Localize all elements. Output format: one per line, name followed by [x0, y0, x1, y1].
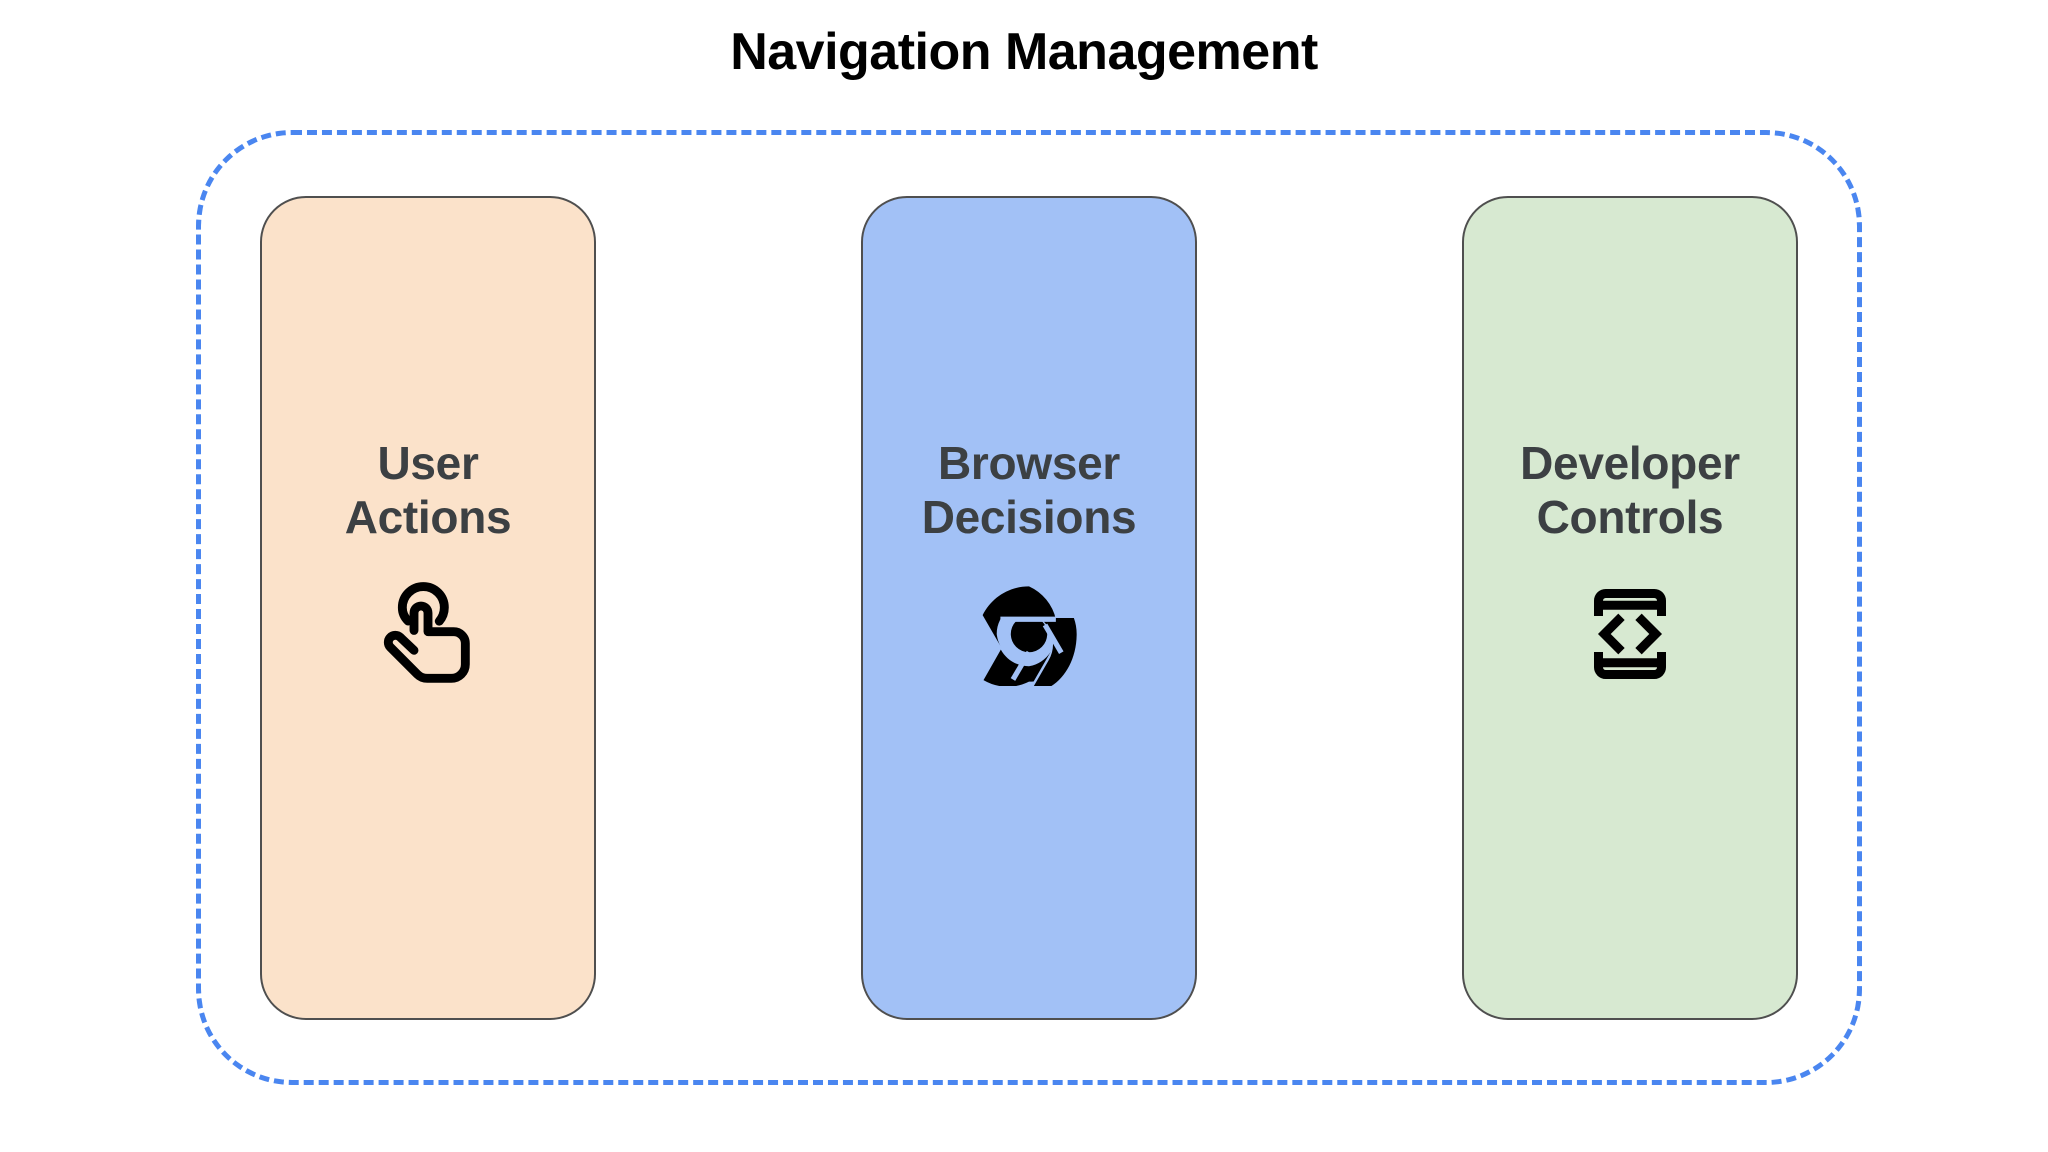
card-label-user-actions: User Actions: [262, 436, 594, 545]
developer-mode-icon: [1574, 578, 1686, 690]
card-label-line1: Browser: [938, 436, 1120, 489]
card-label-line2: Decisions: [921, 490, 1137, 543]
card-label-line2: Controls: [1536, 490, 1724, 543]
card-label-developer-controls: Developer Controls: [1464, 436, 1796, 545]
card-label-line1: Developer: [1520, 436, 1740, 489]
cards-row: User Actions Browser Decisions: [196, 130, 1862, 1085]
page-title: Navigation Management: [730, 23, 1318, 81]
card-user-actions[interactable]: User Actions: [260, 195, 596, 1020]
chrome-logo-icon: [973, 578, 1085, 690]
card-developer-controls[interactable]: Developer Controls: [1462, 195, 1798, 1020]
touch-app-icon: [372, 578, 484, 690]
card-browser-decisions[interactable]: Browser Decisions: [861, 195, 1197, 1020]
card-label-line2: Actions: [344, 490, 512, 543]
card-label-line1: User: [377, 436, 479, 489]
navigation-group-container: [196, 130, 1862, 1085]
card-label-browser-decisions: Browser Decisions: [863, 436, 1195, 545]
